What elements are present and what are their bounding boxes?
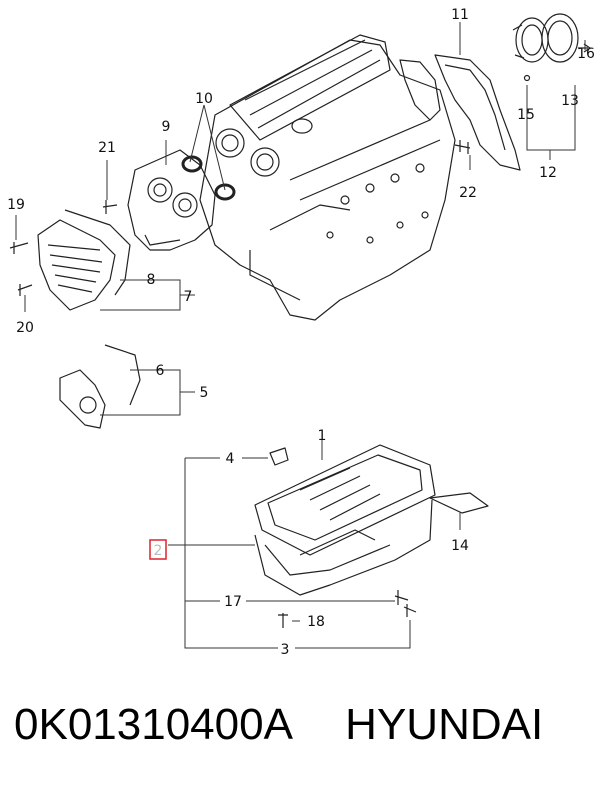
bolts-19-20-21-drawing [9,200,118,296]
dipstick-guide-drawing [269,447,289,466]
callout-18[interactable]: 18 [307,614,325,630]
bolt-22-drawing [454,140,471,154]
callout-16[interactable]: 16 [577,46,595,62]
callout-15[interactable]: 15 [517,107,535,123]
lower-timing-cover-drawing [59,344,141,429]
caption-bar: 0K01310400A HYUNDAI [14,700,594,760]
callout-6[interactable]: 6 [156,363,165,379]
callout-2[interactable]: 2 [154,543,163,559]
leader-2-3 [184,458,411,649]
callout-labels: 1 2 3 4 5 6 7 8 9 10 11 12 13 14 15 16 1… [7,7,595,658]
leader-7-8 [100,279,195,311]
exploded-parts-diagram: 1 2 3 4 5 6 7 8 9 10 11 12 13 14 15 16 1… [7,7,595,658]
callout-14[interactable]: 14 [451,538,469,554]
upper-timing-cover-drawing [37,209,131,311]
bolt-18-drawing [278,613,288,628]
callout-2-highlight [149,539,167,560]
oil-pan-drawing [254,444,436,596]
callout-1[interactable]: 1 [318,428,327,444]
brand-name: HYUNDAI [345,700,544,749]
leader-15 [526,85,550,151]
part-number: 0K01310400A [14,700,293,749]
callout-21[interactable]: 21 [98,140,116,156]
callout-11[interactable]: 11 [451,7,469,23]
callout-17[interactable]: 17 [224,594,242,610]
leader-5-6 [100,369,195,416]
callout-9[interactable]: 9 [162,119,171,135]
callout-4[interactable]: 4 [226,451,235,467]
rear-gasket-drawing [434,54,521,171]
callout-5[interactable]: 5 [200,385,209,401]
callout-8[interactable]: 8 [147,272,156,288]
rear-oil-seal-drawing [512,13,591,82]
callout-10[interactable]: 10 [195,91,213,107]
engine-block-drawing [199,34,456,321]
callout-7[interactable]: 7 [184,289,193,305]
callout-22[interactable]: 22 [459,185,477,201]
oil-strainer-drawing [429,492,489,514]
callout-12[interactable]: 12 [539,165,557,181]
front-gasket-drawing [127,149,216,251]
callout-20[interactable]: 20 [16,320,34,336]
callout-3[interactable]: 3 [281,642,290,658]
callout-19[interactable]: 19 [7,197,25,213]
callout-13[interactable]: 13 [561,93,579,109]
drain-plug-drawing [394,590,417,617]
leader-10 [189,104,226,191]
camshaft-seals-drawing [181,155,236,201]
leader-12-13 [549,85,576,160]
